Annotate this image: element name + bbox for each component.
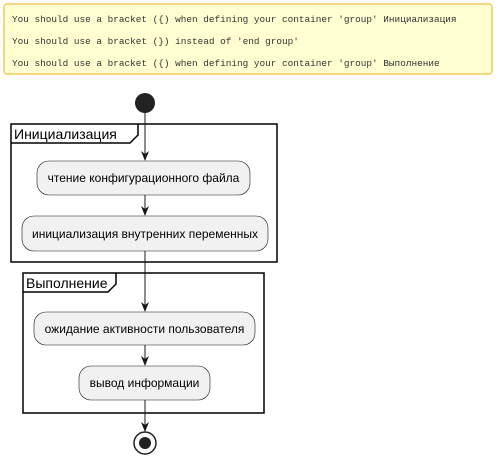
action-label-init-vars: инициализация внутренних переменных bbox=[32, 227, 258, 241]
action-read-config: чтение конфигурационного файла bbox=[36, 160, 251, 196]
warning-box: You should use a bracket ({) when defini… bbox=[3, 3, 493, 75]
action-label-output-info: вывод информации bbox=[90, 376, 200, 390]
action-wait-activity: ожидание активности пользователя bbox=[33, 311, 256, 346]
group-frame-initialization: Инициализация bbox=[10, 123, 278, 263]
action-output-info: вывод информации bbox=[78, 365, 211, 401]
group-frame-execution: Выполнение bbox=[22, 272, 265, 414]
group-title-initialization: Инициализация bbox=[14, 126, 117, 142]
end-node bbox=[133, 431, 157, 455]
action-init-vars: инициализация внутренних переменных bbox=[21, 215, 269, 252]
group-title-execution: Выполнение bbox=[26, 275, 108, 291]
warning-line-3: You should use a bracket ({) when defini… bbox=[12, 58, 440, 69]
start-node bbox=[135, 93, 155, 113]
action-label-wait-activity: ожидание активности пользователя bbox=[45, 322, 245, 336]
warning-line-1: You should use a bracket ({) when defini… bbox=[12, 14, 457, 25]
warning-line-2: You should use a bracket (}) instead of … bbox=[12, 36, 299, 47]
action-label-read-config: чтение конфигурационного файла bbox=[48, 171, 240, 185]
